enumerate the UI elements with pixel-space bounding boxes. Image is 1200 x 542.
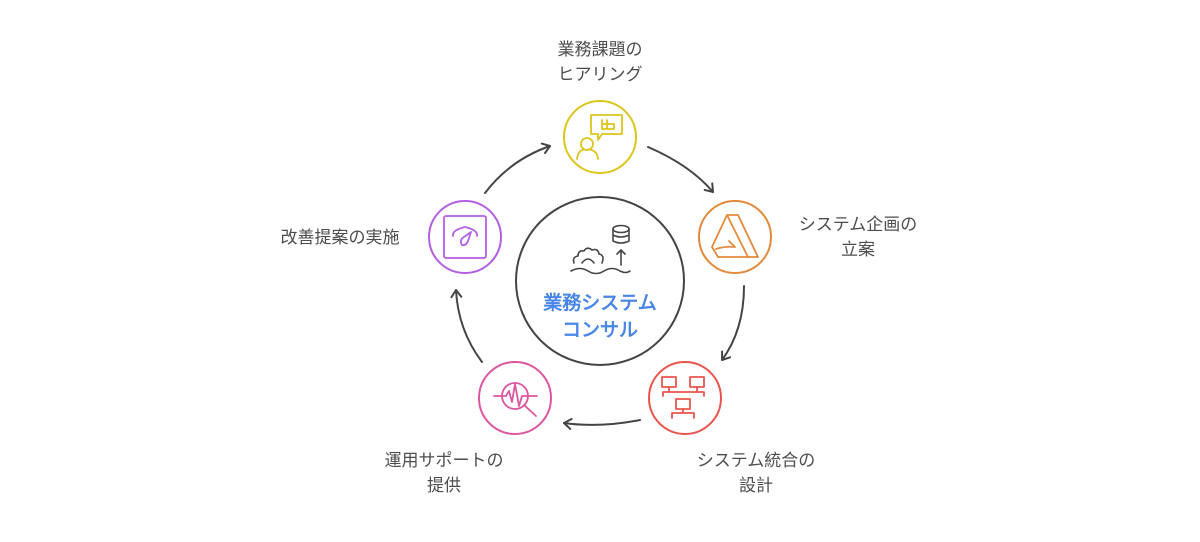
arrow-1-to-2	[647, 146, 714, 193]
center-title: 業務システム コンサル	[520, 290, 680, 344]
arrow-3-to-4	[563, 418, 641, 430]
step-2-label-line1: システム企画の	[798, 215, 918, 235]
arrow-5-to-1	[484, 142, 551, 194]
step-1-circle[interactable]	[563, 100, 637, 174]
step-3-label-line2: 設計	[739, 476, 773, 496]
step-2-label-line2: 立案	[841, 240, 875, 260]
step-4-label-line1: 運用サポートの	[384, 451, 504, 471]
center-title-line2: コンサル	[561, 319, 638, 341]
step-2-label: システム企画の 立案	[780, 213, 936, 263]
arrow-2-to-3	[721, 285, 745, 361]
letter-a-icon	[711, 214, 759, 258]
step-3-label-line1: システム統合の	[696, 451, 816, 471]
arrow-4-to-5	[450, 289, 483, 363]
step-1-label-line2: ヒアリング	[557, 65, 643, 85]
scale-gauge-icon	[443, 215, 487, 259]
step-3-label: システム統合の 設計	[678, 449, 834, 499]
center-title-line1: 業務システム	[543, 292, 657, 314]
step-3-circle[interactable]	[648, 361, 722, 435]
step-1-label-line1: 業務課題の	[557, 40, 643, 60]
step-4-label-line2: 提供	[427, 476, 461, 496]
waveform-magnifier-icon	[493, 382, 538, 417]
step-5-label: 改善提案の実施	[262, 226, 418, 251]
step-2-circle[interactable]	[698, 200, 772, 274]
step-4-label: 運用サポートの 提供	[366, 449, 522, 499]
step-5-label-line1: 改善提案の実施	[280, 228, 400, 248]
network-computers-icon	[661, 376, 705, 419]
step-5-circle[interactable]	[428, 200, 502, 274]
gear-database-icon	[570, 224, 631, 275]
center-circle	[515, 196, 685, 366]
step-4-circle[interactable]	[478, 361, 552, 435]
step-1-label: 業務課題の ヒアリング	[520, 38, 680, 88]
person-speech-icon	[576, 114, 623, 160]
